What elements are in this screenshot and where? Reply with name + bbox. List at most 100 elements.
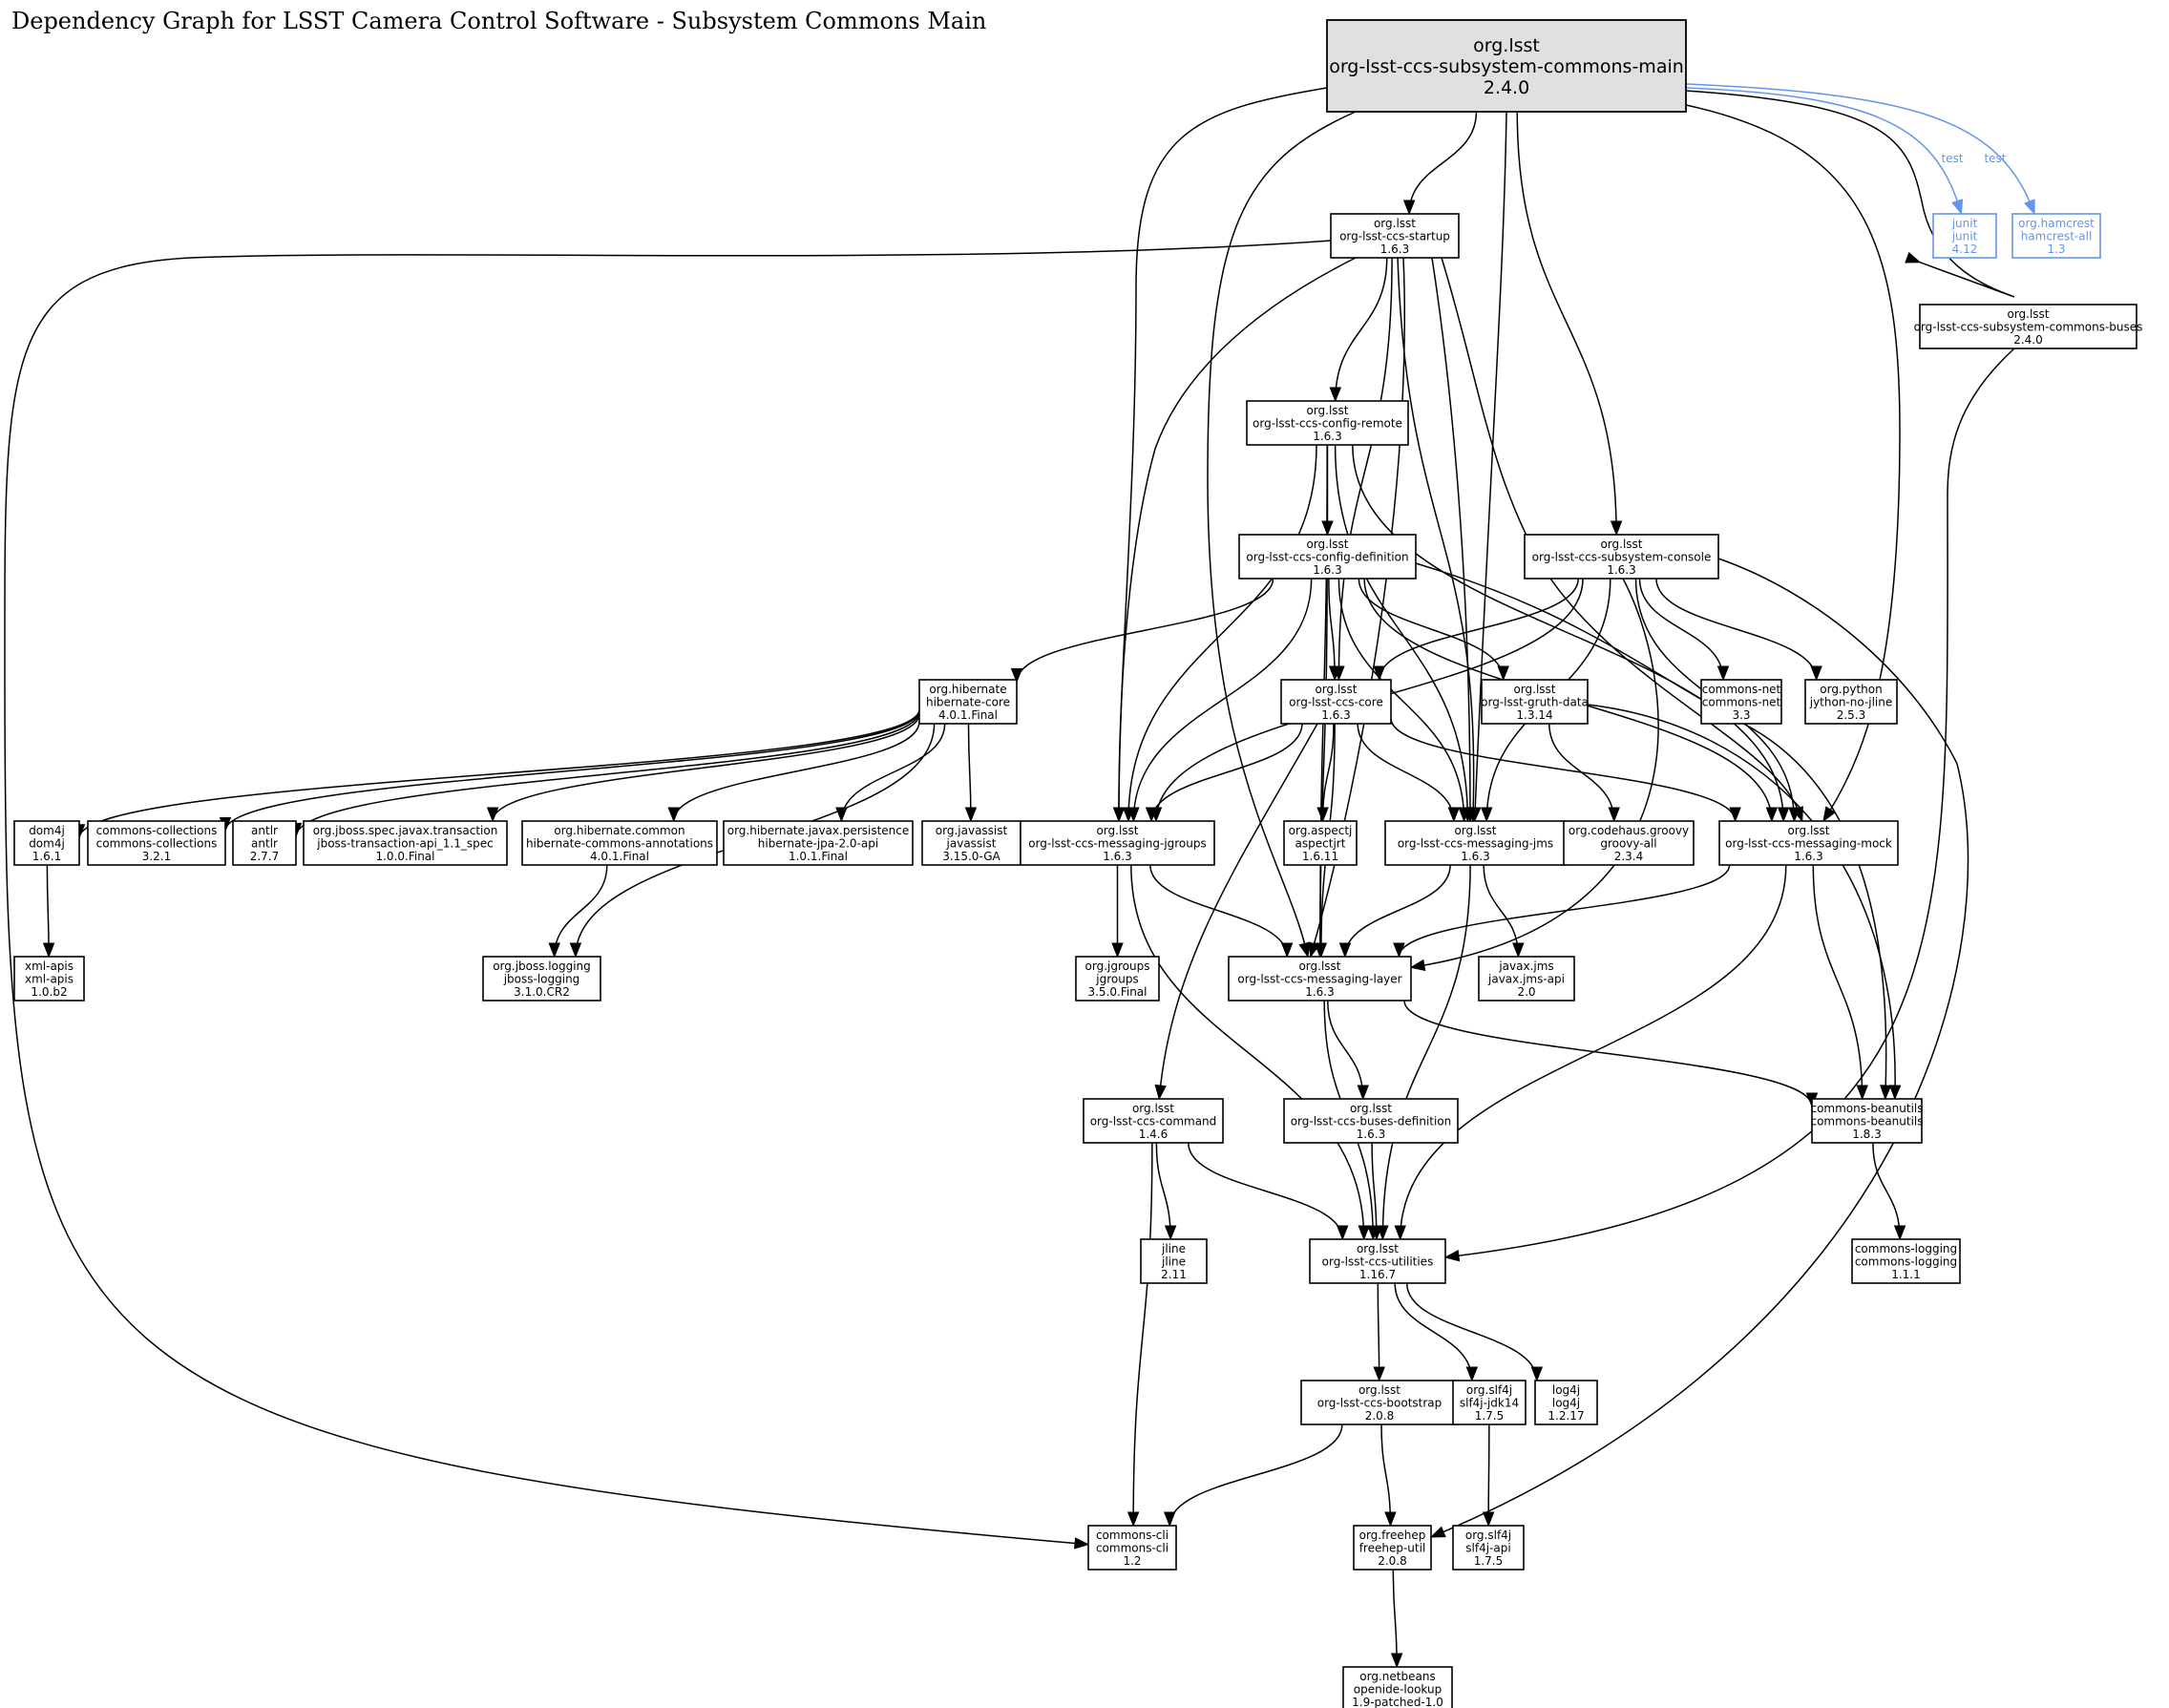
- node-jgroups-group: org.jgroups: [1085, 959, 1150, 973]
- node-freehep-artifact: freehep-util: [1359, 1542, 1426, 1555]
- edge-startup-to-ccli-arrowhead: [1074, 1537, 1090, 1550]
- edge-jmsmsg-to-layer-arrowhead: [1338, 942, 1352, 959]
- edge-buses-to-utilities-arrowhead: [1443, 1250, 1461, 1262]
- node-jython-version: 2.5.3: [1837, 708, 1866, 722]
- node-log4j-artifact: log4j: [1552, 1397, 1580, 1410]
- node-buses-box: [1919, 304, 2137, 349]
- edge-freehep-to-openide-arrowhead: [1390, 1653, 1403, 1669]
- node-main: org.lsstorg-lsst-ccs-subsystem-commons-m…: [1326, 19, 1687, 113]
- node-hibcore-group: org.hibernate: [929, 683, 1006, 696]
- node-openide-version: 1.9-patched-1.0: [1352, 1696, 1443, 1708]
- node-cfgremote-version: 1.6.3: [1313, 430, 1342, 443]
- node-jline-group: jline: [1161, 1242, 1186, 1255]
- node-jline-box: [1140, 1238, 1208, 1284]
- node-buses: org.lsstorg-lsst-ccs-subsystem-commons-b…: [1914, 304, 2143, 349]
- edge-cfgdef-to-core-arrowhead: [1328, 665, 1341, 682]
- node-jgroups-box: [1075, 956, 1160, 1002]
- node-aspectj-version: 1.6.11: [1302, 850, 1338, 863]
- node-groovy-box: [1563, 820, 1695, 866]
- edge-freehep-to-openide: [1392, 1569, 1398, 1668]
- node-hibann: org.hibernate.commonhibernate-commons-an…: [521, 820, 718, 866]
- edge-hibcore-to-antlr: [295, 711, 920, 837]
- node-jbosstx-artifact: jboss-transaction-api_1.1_spec: [316, 837, 493, 851]
- edge-utilities-to-bootstrap: [1377, 1282, 1380, 1381]
- node-core-box: [1280, 679, 1392, 725]
- node-core-group: org.lsst: [1315, 683, 1357, 696]
- node-jmsmsg-group: org.lsst: [1454, 824, 1496, 837]
- node-clogging-group: commons-logging: [1855, 1242, 1957, 1255]
- node-console-group: org.lsst: [1600, 538, 1642, 551]
- node-junit-artifact: junit: [1951, 230, 1978, 243]
- node-cfgdef: org.lsstorg-lsst-ccs-config-definition1.…: [1238, 534, 1417, 580]
- edge-gruth-to-groovy: [1548, 723, 1615, 822]
- node-main-version: 2.4.0: [1484, 77, 1529, 98]
- node-hibjpa: org.hibernate.javax.persistencehibernate…: [723, 820, 914, 866]
- edge-jmsmsg-to-layer: [1344, 864, 1451, 958]
- node-javassist-artifact: javassist: [946, 837, 997, 851]
- edge-hibcore-to-ccoll: [224, 709, 920, 832]
- node-dom4j-box: [13, 820, 80, 866]
- node-utilities-box: [1309, 1238, 1446, 1284]
- node-log4j-box: [1534, 1380, 1598, 1425]
- node-main-artifact: org-lsst-ccs-subsystem-commons-main: [1329, 56, 1684, 77]
- node-beanutils-box: [1811, 1098, 1923, 1144]
- node-hibcore-box: [918, 679, 1018, 725]
- node-layer-group: org.lsst: [1298, 959, 1340, 973]
- edge-utilities-to-log4j: [1405, 1282, 1538, 1381]
- edge-console-to-jmsmsg-arrowhead: [1480, 807, 1493, 823]
- node-layer: org.lsstorg-lsst-ccs-messaging-layer1.6.…: [1228, 956, 1412, 1002]
- node-ccli-artifact: commons-cli: [1096, 1542, 1169, 1555]
- edge-main-to-mock: [1685, 104, 1901, 822]
- node-hamcrest-box: [2011, 213, 2101, 259]
- edge-cfgdef-to-hibcore: [1016, 578, 1274, 683]
- node-slf4jjdk-version: 1.7.5: [1475, 1409, 1505, 1423]
- node-javassist-version: 3.15.0-GA: [942, 850, 1000, 863]
- node-ccli-group: commons-cli: [1096, 1529, 1169, 1542]
- edge-console-to-freehep: [1430, 558, 1969, 1538]
- edge-bootstrap-to-ccli: [1169, 1423, 1343, 1527]
- edge-core-to-command: [1158, 723, 1318, 1100]
- node-utilities-artifact: org-lsst-ccs-utilities: [1322, 1255, 1434, 1269]
- node-jmsapi-box: [1478, 956, 1575, 1002]
- edge-hibann-to-jbosslog: [553, 864, 608, 958]
- node-command-group: org.lsst: [1132, 1102, 1174, 1115]
- edge-beanutils-to-clogging-arrowhead: [1893, 1225, 1906, 1241]
- edge-cfgremote-to-mock-arrowhead: [1777, 807, 1790, 823]
- edge-cfgdef-to-hibcore-arrowhead: [1010, 667, 1023, 684]
- node-jmsmsg-artifact: org-lsst-ccs-messaging-jms: [1398, 837, 1553, 851]
- edge-cfgdef-to-jmsmsg-arrowhead: [1458, 807, 1470, 823]
- edge-hibcore-to-javassist: [967, 723, 972, 822]
- node-core-version: 1.6.3: [1321, 708, 1351, 722]
- edge-cfgdef-to-layer: [1319, 578, 1328, 958]
- edge-utilities-to-slf4jjdk: [1394, 1282, 1473, 1381]
- node-startup-box: [1330, 213, 1460, 259]
- node-cnet-box: [1700, 679, 1782, 725]
- edge-jgroupsmsg-to-utilities: [1130, 864, 1365, 1240]
- edge-startup-to-layer: [1310, 257, 1405, 958]
- edge-command-to-utilities-arrowhead: [1336, 1225, 1349, 1241]
- edge-dom4j-to-xmlapis-arrowhead: [42, 942, 55, 959]
- edge-console-to-jython: [1655, 578, 1818, 681]
- edge-layer-to-beanutils: [1403, 1000, 1813, 1107]
- node-jgroups-version: 3.5.0.Final: [1087, 985, 1147, 999]
- edge-bootstrap-to-freehep: [1380, 1423, 1392, 1527]
- edge-beanutils-to-clogging: [1872, 1142, 1901, 1240]
- edge-main-to-hamcrest-arrowhead: [2024, 199, 2035, 216]
- node-jmsapi-artifact: javax.jms-api: [1487, 973, 1565, 986]
- edge-core-to-aspectj-arrowhead: [1316, 807, 1329, 823]
- edge-command-to-utilities: [1188, 1142, 1343, 1240]
- edge-hibcore-to-hibann: [672, 721, 920, 822]
- edge-buses-to-utilities: [1444, 348, 2015, 1258]
- node-groovy-artifact: groovy-all: [1600, 837, 1656, 851]
- node-cnet-group: commons-net: [1702, 683, 1781, 696]
- node-buses-artifact: org-lsst-ccs-subsystem-commons-buses: [1914, 321, 2143, 334]
- edge-jgroupsmsg-to-layer: [1149, 864, 1288, 958]
